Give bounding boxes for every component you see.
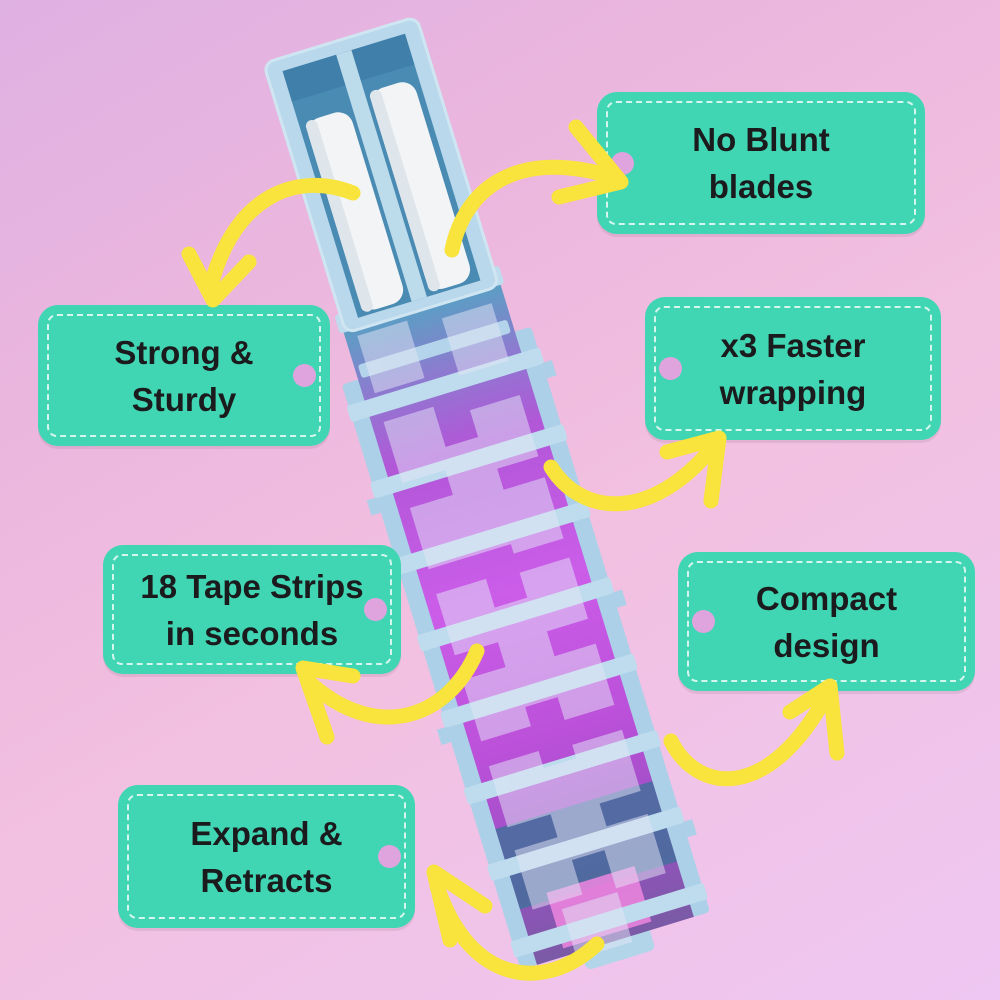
callout-expand-retracts: Expand & Retracts [118,785,415,928]
tape-box-divider [336,50,427,302]
arrow-to-no-blunt-blades [444,119,629,258]
callout-text: x3 Faster wrapping [720,322,867,416]
callout-line: 18 Tape Strips [140,567,364,605]
arrow-to-compact-design [663,678,845,787]
tape-roll-right [372,82,471,290]
arrow-to-strong-sturdy [181,178,361,308]
callout-line: Retracts [200,861,333,899]
callout-compact-design: Compact design [678,552,975,691]
callout-line: blades [708,168,814,205]
tag-hole [364,598,387,621]
callout-line: Sturdy [131,380,237,418]
dispenser-bottom-tab [576,910,655,969]
tag-hole [611,151,634,175]
callout-text: No Blunt blades [692,116,829,210]
callout-strong-sturdy: Strong & Sturdy [38,305,330,446]
callout-18-tape-strips: 18 Tape Strips in seconds [103,545,401,674]
callout-x3-faster-wrapping: x3 Faster wrapping [645,297,941,440]
callout-line: design [773,626,880,664]
tag-hole [378,845,401,868]
callout-text: Compact design [756,575,897,669]
callout-text: 18 Tape Strips in seconds [140,563,363,657]
callout-text: Expand & Retracts [190,810,342,904]
callout-line: Expand & [190,814,343,852]
callout-text: Strong & Sturdy [114,329,253,423]
arrow-to-expand-retracts [426,864,605,981]
callout-line: in seconds [165,614,339,652]
callout-no-blunt-blades: No Blunt blades [597,92,925,234]
callout-line: No Blunt [692,121,830,158]
tape-roll-left [308,112,404,310]
tag-hole [692,610,715,633]
tape-box [265,19,497,331]
callout-line: Strong & [114,333,254,371]
tag-hole [659,357,682,380]
callout-line: wrapping [719,373,867,411]
arrow-to-x3-faster-wrapping [543,430,727,512]
callout-line: Compact [755,579,898,617]
callout-line: x3 Faster [720,326,866,364]
tag-hole [293,364,316,387]
